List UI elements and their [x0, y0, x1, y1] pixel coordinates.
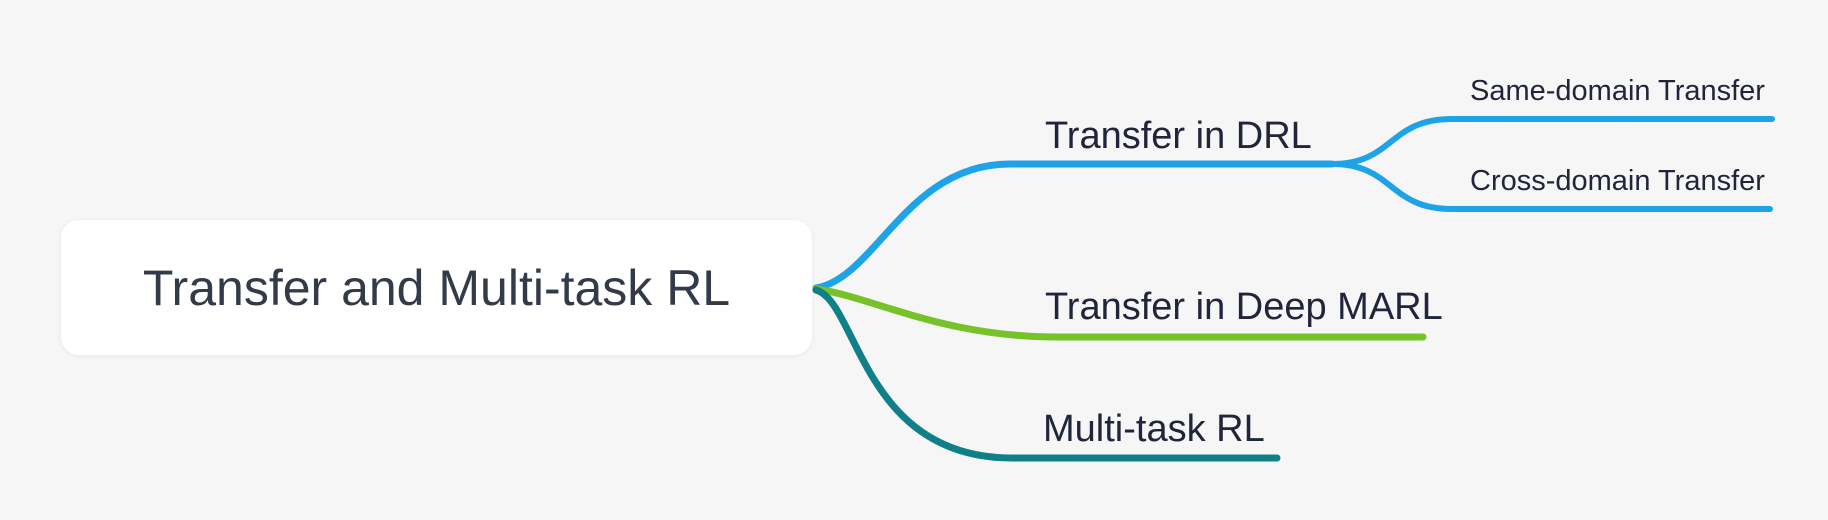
connector-transfer-in-drl — [812, 160, 1336, 292]
leaf-node-same-domain-transfer[interactable]: Same-domain Transfer — [1470, 75, 1765, 107]
branch-node-transfer-in-deep-marl[interactable]: Transfer in Deep MARL — [1045, 286, 1443, 328]
branch-node-multi-task-rl[interactable]: Multi-task RL — [1043, 408, 1265, 450]
leaf-node-cross-domain-transfer[interactable]: Cross-domain Transfer — [1470, 165, 1765, 197]
connector-multi-task-rl — [812, 286, 1281, 462]
connector-same-domain-transfer — [1329, 116, 1775, 167]
branch-node-transfer-in-drl[interactable]: Transfer in DRL — [1045, 115, 1312, 157]
connector-transfer-in-deep-marl — [812, 285, 1427, 341]
connector-cross-domain-transfer — [1329, 161, 1773, 212]
root-node[interactable]: Transfer and Multi-task RL — [61, 220, 812, 355]
